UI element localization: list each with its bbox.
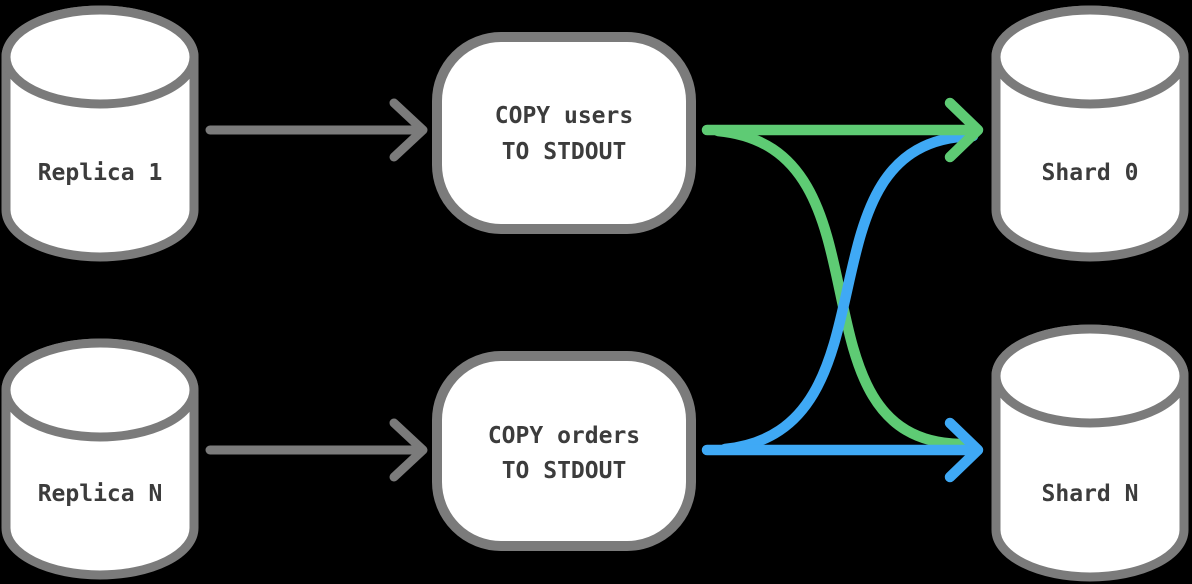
shard-0-database-icon: Shard 0 — [991, 5, 1189, 262]
arrow-copy-orders-to-shardN — [701, 417, 984, 483]
replica-1-label: Replica 1 — [38, 160, 163, 186]
replica-1-database-icon: Replica 1 — [1, 5, 199, 262]
shard-N-database-icon: Shard N — [991, 324, 1189, 582]
arrow-copy-orders-to-shard0 — [719, 130, 979, 455]
shard-N-label: Shard N — [1042, 481, 1139, 507]
shard-0-label: Shard 0 — [1042, 160, 1139, 186]
arrow-copy-users-to-shard0 — [701, 97, 984, 163]
copy-orders-label-line1: COPY orders — [488, 423, 640, 449]
arrow-replica1-to-copy-users — [205, 98, 428, 162]
arrow-copy-users-to-shardN — [712, 125, 966, 450]
copy-orders-label-line2: TO STDOUT — [502, 458, 627, 484]
copy-users-label-line2: TO STDOUT — [502, 139, 627, 165]
arrow-replicaN-to-copy-orders — [205, 418, 428, 482]
copy-users-label-line1: COPY users — [495, 103, 633, 129]
replica-N-label: Replica N — [38, 481, 163, 507]
copy-users-node: COPY users TO STDOUT — [432, 32, 696, 234]
copy-orders-node: COPY orders TO STDOUT — [432, 351, 696, 551]
replica-N-database-icon: Replica N — [1, 338, 199, 580]
